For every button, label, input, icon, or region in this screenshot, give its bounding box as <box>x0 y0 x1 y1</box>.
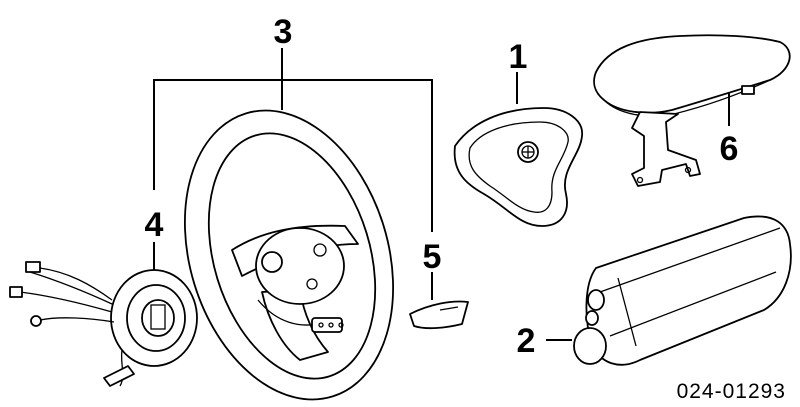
steering-wheel-hub-hole-a <box>313 243 327 257</box>
callout-1: 1 <box>509 38 528 76</box>
connector-3 <box>30 315 42 327</box>
steering-wheel-spoke-lower <box>261 289 329 361</box>
cover-clip <box>741 85 755 95</box>
callout-4: 4 <box>145 206 164 244</box>
airbag-housing <box>585 215 792 366</box>
housing-seam-top <box>599 227 781 293</box>
airbag-cover-inner-line <box>468 121 569 213</box>
harness-wire-2 <box>29 271 113 305</box>
control-button-a <box>318 322 324 328</box>
harness-wire-4 <box>39 317 115 323</box>
housing-end-line <box>617 277 637 347</box>
trim-cover-marking <box>439 306 459 311</box>
housing-seam-mid <box>609 271 777 337</box>
mounting-bracket <box>631 111 701 187</box>
slip-ring-core <box>150 304 166 330</box>
diagram-part-number: 024-01293 <box>677 380 786 403</box>
steering-wheel-hub <box>255 227 345 305</box>
inflator-cap <box>573 327 607 365</box>
harness-wire-3 <box>19 291 113 313</box>
control-button-b <box>328 322 334 328</box>
leader-lines <box>153 48 730 341</box>
callout-6: 6 <box>720 130 739 168</box>
inflator-port-a <box>587 289 605 311</box>
steering-wheel-hub-bolt <box>261 251 283 273</box>
callout-2: 2 <box>517 322 536 360</box>
trim-cover <box>409 300 469 330</box>
driver-airbag-module <box>453 107 583 227</box>
control-button-c <box>338 322 344 328</box>
slip-ring <box>9 261 198 387</box>
connector-2 <box>9 286 23 298</box>
cover-panel <box>593 34 791 114</box>
inflator-port-b <box>585 310 599 326</box>
bracket-hole-b <box>684 166 692 174</box>
trim-cover-body <box>409 300 469 330</box>
leader-3-bracket <box>153 79 433 232</box>
callout-3: 3 <box>274 13 293 51</box>
connector-4 <box>103 365 135 387</box>
knee-airbag-cover <box>593 34 791 187</box>
steering-wheel-control-pad <box>311 317 343 333</box>
harness-wire-1 <box>39 267 113 301</box>
callout-5: 5 <box>423 238 442 276</box>
steering-wheel <box>184 109 394 401</box>
slip-ring-inner <box>141 299 175 337</box>
passenger-airbag-module <box>573 215 792 366</box>
airbag-cover <box>453 107 583 227</box>
connector-1 <box>25 261 41 273</box>
bracket-hole-a <box>636 176 644 184</box>
steering-wheel-hub-hole-b <box>306 278 318 290</box>
